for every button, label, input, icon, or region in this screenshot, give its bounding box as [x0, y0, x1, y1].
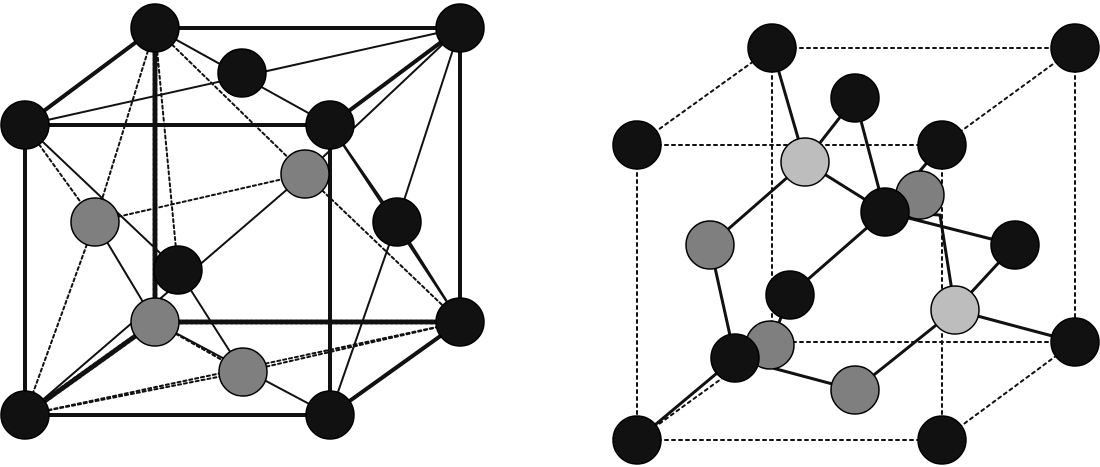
- edge: [941, 341, 1076, 441]
- atom-black: [830, 73, 880, 123]
- left-unit-cell: [0, 3, 485, 440]
- atom-gray: [280, 149, 330, 199]
- atom-black: [917, 415, 967, 465]
- bond: [396, 27, 461, 223]
- atom-black: [372, 197, 422, 247]
- edge: [636, 47, 773, 146]
- edge: [23, 26, 157, 127]
- atom-black: [612, 415, 662, 465]
- atom-black: [153, 245, 203, 295]
- atom-black: [305, 390, 355, 440]
- atom-black: [917, 120, 967, 170]
- atom-gray: [685, 220, 735, 270]
- atom-light: [930, 285, 980, 335]
- atom-black: [130, 3, 180, 53]
- bond-hidden: [304, 173, 461, 323]
- atom-black: [747, 23, 797, 73]
- bond: [24, 124, 179, 271]
- atom-gray: [130, 297, 180, 347]
- atom-black: [765, 270, 815, 320]
- bond: [329, 221, 398, 416]
- bond-hidden: [94, 173, 306, 223]
- edge: [22, 319, 158, 418]
- atom-black: [612, 120, 662, 170]
- bond-hidden: [154, 27, 179, 271]
- edge: [328, 320, 462, 417]
- right-unit-cell: [612, 23, 1100, 465]
- atom-black: [710, 333, 760, 383]
- atom-black: [217, 48, 267, 98]
- edge: [328, 26, 462, 127]
- atom-black: [435, 3, 485, 53]
- bond-hidden: [24, 221, 96, 416]
- bond-hidden: [94, 27, 156, 223]
- atom-light: [780, 137, 830, 187]
- atom-black: [1050, 23, 1100, 73]
- atom-gray: [218, 347, 268, 397]
- atom-black: [990, 220, 1040, 270]
- edge: [941, 47, 1076, 146]
- bond-hidden: [154, 27, 306, 175]
- atom-black: [1050, 317, 1100, 367]
- atom-black: [0, 100, 50, 150]
- atom-black: [860, 187, 910, 237]
- atom-gray: [70, 197, 120, 247]
- atom-black: [435, 297, 485, 347]
- bond: [24, 173, 306, 416]
- atom-black: [305, 100, 355, 150]
- atom-gray: [830, 365, 880, 415]
- atom-black: [0, 390, 50, 440]
